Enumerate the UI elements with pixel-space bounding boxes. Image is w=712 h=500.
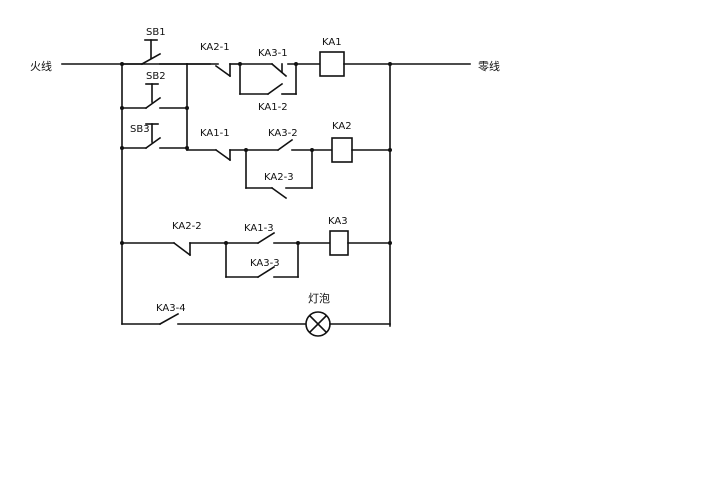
ka2-coil [331, 137, 391, 163]
ka2-1-contact [186, 63, 241, 78]
sb2-label: SB2 [146, 71, 166, 82]
junction-nodes [120, 62, 392, 245]
ka3-1-contact [239, 62, 321, 78]
ka1-3-label: KA1-3 [244, 223, 274, 234]
ka1-1-contact [186, 148, 247, 162]
sb1-label: SB1 [146, 27, 166, 38]
ka1-2-contact [239, 63, 297, 96]
ka1-coil-label: KA1 [322, 37, 342, 48]
ka3-coil-label: KA3 [328, 216, 348, 227]
ka1-1-label: KA1-1 [200, 128, 230, 139]
neutral-rail [389, 63, 471, 327]
live-line-label: 火线 [30, 59, 52, 73]
ka3-2-label: KA3-2 [268, 128, 298, 139]
ka2-1-label: KA2-1 [200, 42, 230, 53]
ka2-coil-label: KA2 [332, 121, 352, 132]
ka2-2-contact [121, 241, 227, 257]
lamp-symbol [305, 311, 391, 337]
sb3-label: SB3 [130, 124, 150, 135]
ka1-2-label: KA1-2 [258, 102, 288, 113]
lamp-label: 灯泡 [308, 291, 330, 305]
neutral-line-label: 零线 [478, 59, 500, 73]
ka3-1-label: KA3-1 [258, 48, 288, 59]
ka2-3-label: KA2-3 [264, 172, 294, 183]
ka2-2-label: KA2-2 [172, 221, 202, 232]
sb2-button [121, 83, 188, 110]
sb3-button [121, 123, 188, 150]
ka1-3-contact [225, 231, 331, 245]
ka3-2-contact [245, 138, 333, 152]
ka3-4-contact [121, 312, 307, 326]
ka3-3-label: KA3-3 [250, 258, 280, 269]
ka1-coil [319, 51, 391, 77]
sb1-button [121, 39, 188, 66]
ka2-3-contact [245, 149, 313, 200]
ka3-coil [329, 230, 391, 256]
ka3-4-label: KA3-4 [156, 303, 186, 314]
ka3-3-contact [225, 242, 299, 279]
